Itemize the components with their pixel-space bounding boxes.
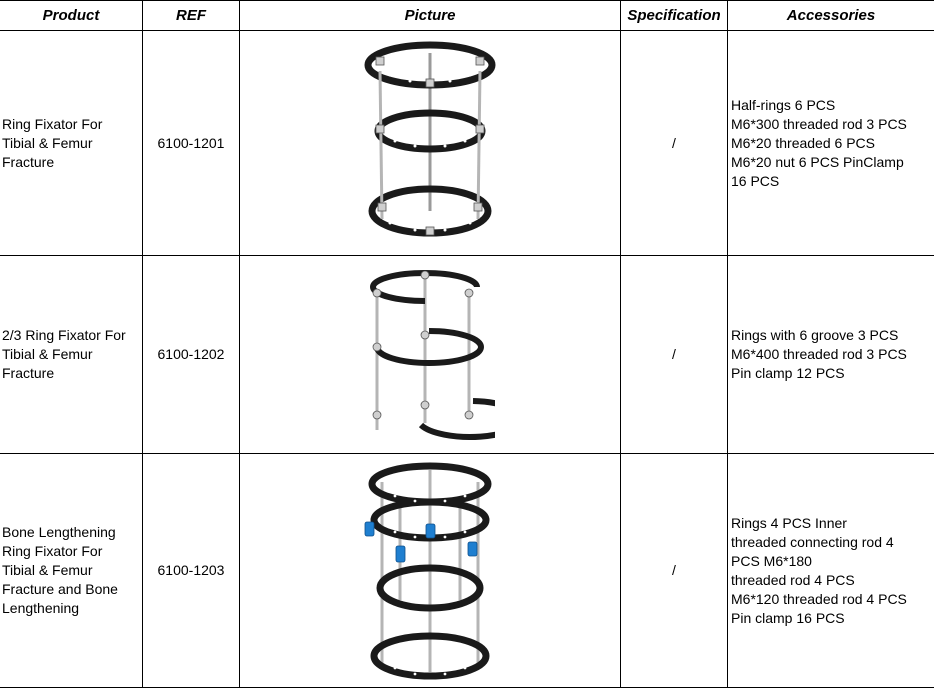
row2-product: 2/3 Ring Fixator For Tibial & Femur Frac…	[0, 256, 143, 454]
row1-specification: /	[621, 31, 728, 256]
header-picture: Picture	[240, 1, 621, 31]
ring-fixator-image	[364, 41, 496, 236]
row2-accessories: Rings with 6 groove 3 PCS M6*400 threade…	[728, 256, 934, 454]
row1-ref: 6100-1201	[143, 31, 240, 256]
row2-specification: /	[621, 256, 728, 454]
header-specification: Specification	[621, 1, 728, 31]
row2-ref: 6100-1202	[143, 256, 240, 454]
row3-picture	[240, 454, 621, 688]
bone-lengthening-fixator-image	[364, 462, 492, 679]
row2-picture	[240, 256, 621, 454]
header-accessories: Accessories	[728, 1, 934, 31]
header-product: Product	[0, 1, 143, 31]
header-ref: REF	[143, 1, 240, 31]
row3-accessories: Rings 4 PCS Inner threaded connecting ro…	[728, 454, 934, 688]
row3-ref: 6100-1203	[143, 454, 240, 688]
row1-product: Ring Fixator For Tibial & Femur Fracture	[0, 31, 143, 256]
row1-accessories: Half-rings 6 PCS M6*300 threaded rod 3 P…	[728, 31, 934, 256]
row1-picture	[240, 31, 621, 256]
row3-product: Bone Lengthening Ring Fixator For Tibial…	[0, 454, 143, 688]
row3-specification: /	[621, 454, 728, 688]
two-thirds-ring-fixator-image	[370, 269, 495, 440]
